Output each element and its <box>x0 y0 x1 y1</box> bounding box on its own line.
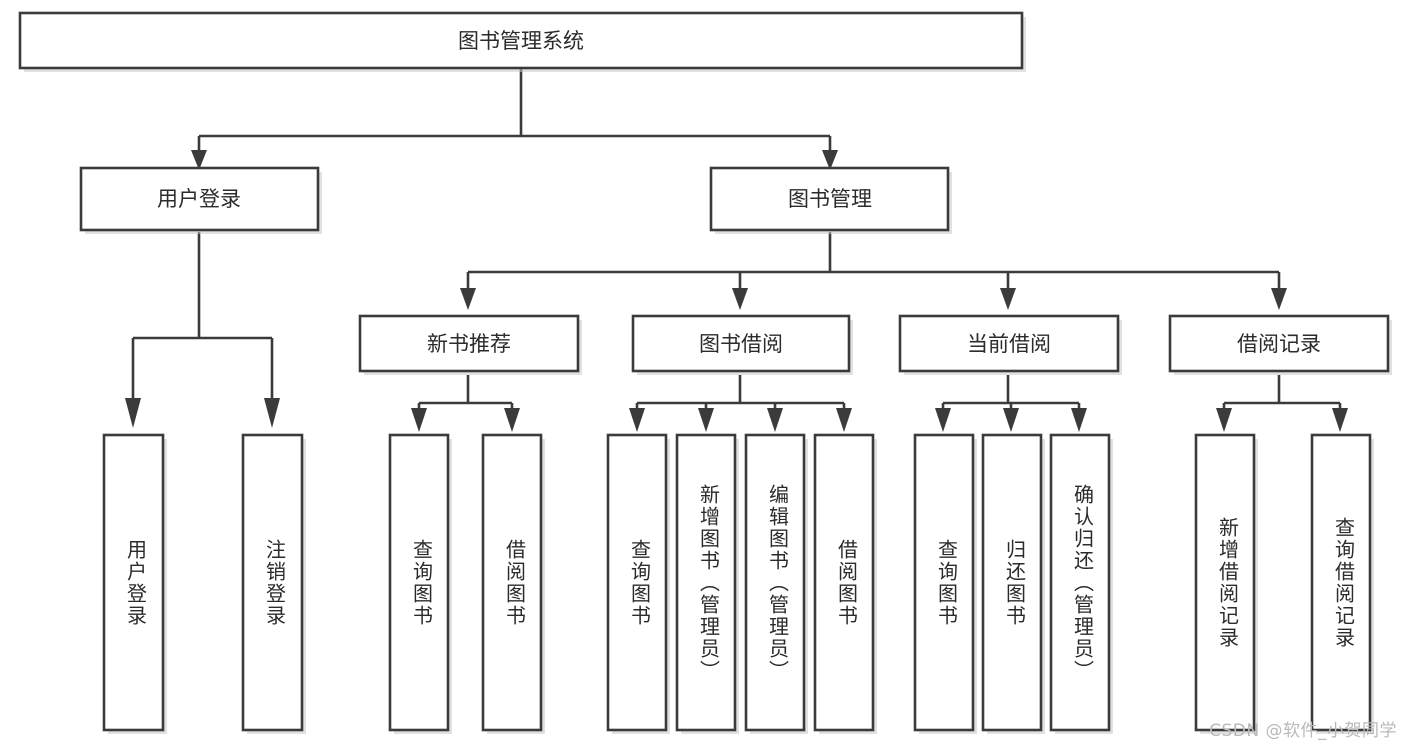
node-leaf-query-book-3-label: 查询图书 <box>935 539 959 627</box>
node-leaf-add-book-box[interactable] <box>675 433 737 732</box>
node-leaf-add-record-label: 新增借阅记录 <box>1216 517 1240 649</box>
node-book-borrow-box[interactable] <box>631 314 851 373</box>
node-leaf-return-book[interactable]: 归还图书 <box>981 433 1045 734</box>
node-leaf-query-book-1[interactable]: 查询图书 <box>388 433 452 734</box>
arrow-head-leaf-query-book-3 <box>935 408 951 432</box>
node-borrow-record[interactable]: 借阅记录 <box>1168 314 1392 375</box>
node-leaf-query-record-box[interactable] <box>1310 433 1372 732</box>
arrow-head-current-borrow <box>1000 288 1016 310</box>
node-leaf-query-book-2-label: 查询图书 <box>628 539 652 627</box>
node-leaf-user-login-label: 用户登录 <box>124 539 148 627</box>
node-book-manage-box[interactable] <box>709 166 950 232</box>
arrow-head-leaf-query-record <box>1332 408 1348 432</box>
arrow-head-leaf-logout-login <box>264 398 280 428</box>
node-leaf-borrow-book-1[interactable]: 借阅图书 <box>481 433 545 734</box>
node-leaf-edit-book-box[interactable] <box>744 433 806 732</box>
node-leaf-query-record-label: 查询借阅记录 <box>1332 517 1356 649</box>
node-leaf-logout-login[interactable]: 注销登录 <box>241 433 306 734</box>
node-leaf-query-book-2-box[interactable] <box>606 433 668 732</box>
node-new-book-recommend-box[interactable] <box>358 314 580 373</box>
arrow-head-leaf-add-record <box>1216 408 1232 432</box>
node-borrow-record-label: 借阅记录 <box>1237 332 1321 356</box>
node-leaf-borrow-book-1-label: 借阅图书 <box>503 539 527 627</box>
node-leaf-query-book-3[interactable]: 查询图书 <box>913 433 977 734</box>
node-book-manage[interactable]: 图书管理 <box>709 166 952 234</box>
node-leaf-add-record-box[interactable] <box>1194 433 1256 732</box>
node-leaf-edit-book-label: 编辑图书（管理员） <box>766 484 790 682</box>
node-leaf-borrow-book-2[interactable]: 借阅图书 <box>813 433 877 734</box>
node-leaf-return-book-box[interactable] <box>981 433 1043 732</box>
arrow-head-leaf-borrow-book-2 <box>836 408 852 432</box>
node-leaf-query-record[interactable]: 查询借阅记录 <box>1310 433 1374 734</box>
arrow-head-borrow-record <box>1271 288 1287 310</box>
node-leaf-borrow-book-1-box[interactable] <box>481 433 543 732</box>
node-leaf-confirm-return[interactable]: 确认归还（管理员） <box>1049 433 1113 734</box>
node-leaf-edit-book[interactable]: 编辑图书（管理员） <box>744 433 808 734</box>
arrow-head-book-manage <box>822 150 838 170</box>
node-leaf-return-book-label: 归还图书 <box>1003 539 1027 627</box>
node-current-borrow[interactable]: 当前借阅 <box>898 314 1122 375</box>
node-leaf-borrow-book-2-box[interactable] <box>813 433 875 732</box>
node-leaf-logout-login-label: 注销登录 <box>263 539 287 627</box>
node-new-book-recommend[interactable]: 新书推荐 <box>358 314 582 375</box>
arrow-head-leaf-confirm-return <box>1071 408 1087 432</box>
node-borrow-record-box[interactable] <box>1168 314 1390 373</box>
node-leaf-confirm-return-box[interactable] <box>1049 433 1111 732</box>
node-leaf-borrow-book-2-label: 借阅图书 <box>835 539 859 627</box>
node-leaf-add-book[interactable]: 新增图书（管理员） <box>675 433 739 734</box>
arrow-head-new-book-recommend <box>460 288 476 310</box>
node-book-borrow[interactable]: 图书借阅 <box>631 314 853 375</box>
arrow-head-leaf-user-login <box>125 398 141 428</box>
node-root[interactable]: 图书管理系统 <box>18 11 1026 72</box>
node-leaf-query-book-3-box[interactable] <box>913 433 975 732</box>
node-current-borrow-label: 当前借阅 <box>967 332 1051 356</box>
node-leaf-query-book-1-label: 查询图书 <box>410 539 434 627</box>
arrow-head-book-borrow <box>732 288 748 310</box>
arrow-head-leaf-query-book-2 <box>629 408 645 432</box>
arrow-head-leaf-borrow-book-1 <box>504 408 520 432</box>
connector-layer <box>125 68 1348 432</box>
node-user-login[interactable]: 用户登录 <box>79 166 322 234</box>
node-leaf-add-book-label: 新增图书（管理员） <box>697 484 721 682</box>
arrow-head-leaf-query-book-1 <box>411 408 427 432</box>
node-root-box[interactable] <box>18 11 1024 70</box>
node-book-manage-label: 图书管理 <box>788 187 872 211</box>
node-leaf-user-login-box[interactable] <box>102 433 165 732</box>
arrow-head-leaf-edit-book <box>767 408 783 432</box>
node-user-login-box[interactable] <box>79 166 320 232</box>
node-leaf-logout-login-box[interactable] <box>241 433 304 732</box>
csdn-watermark: CSDN @软件_小贺同学 <box>1209 721 1397 741</box>
node-book-borrow-label: 图书借阅 <box>699 332 783 356</box>
node-leaf-query-book-1-box[interactable] <box>388 433 450 732</box>
arrow-head-leaf-return-book <box>1003 408 1019 432</box>
node-user-login-label: 用户登录 <box>157 187 241 211</box>
node-root-label: 图书管理系统 <box>458 29 584 53</box>
node-current-borrow-box[interactable] <box>898 314 1120 373</box>
node-leaf-query-book-2[interactable]: 查询图书 <box>606 433 670 734</box>
node-leaf-confirm-return-label: 确认归还（管理员） <box>1071 484 1095 682</box>
node-leaf-user-login[interactable]: 用户登录 <box>102 433 167 734</box>
node-leaf-add-record[interactable]: 新增借阅记录 <box>1194 433 1258 734</box>
arrow-head-leaf-add-book <box>698 408 714 432</box>
arrow-head-user-login <box>191 150 207 170</box>
node-new-book-recommend-label: 新书推荐 <box>427 332 511 356</box>
